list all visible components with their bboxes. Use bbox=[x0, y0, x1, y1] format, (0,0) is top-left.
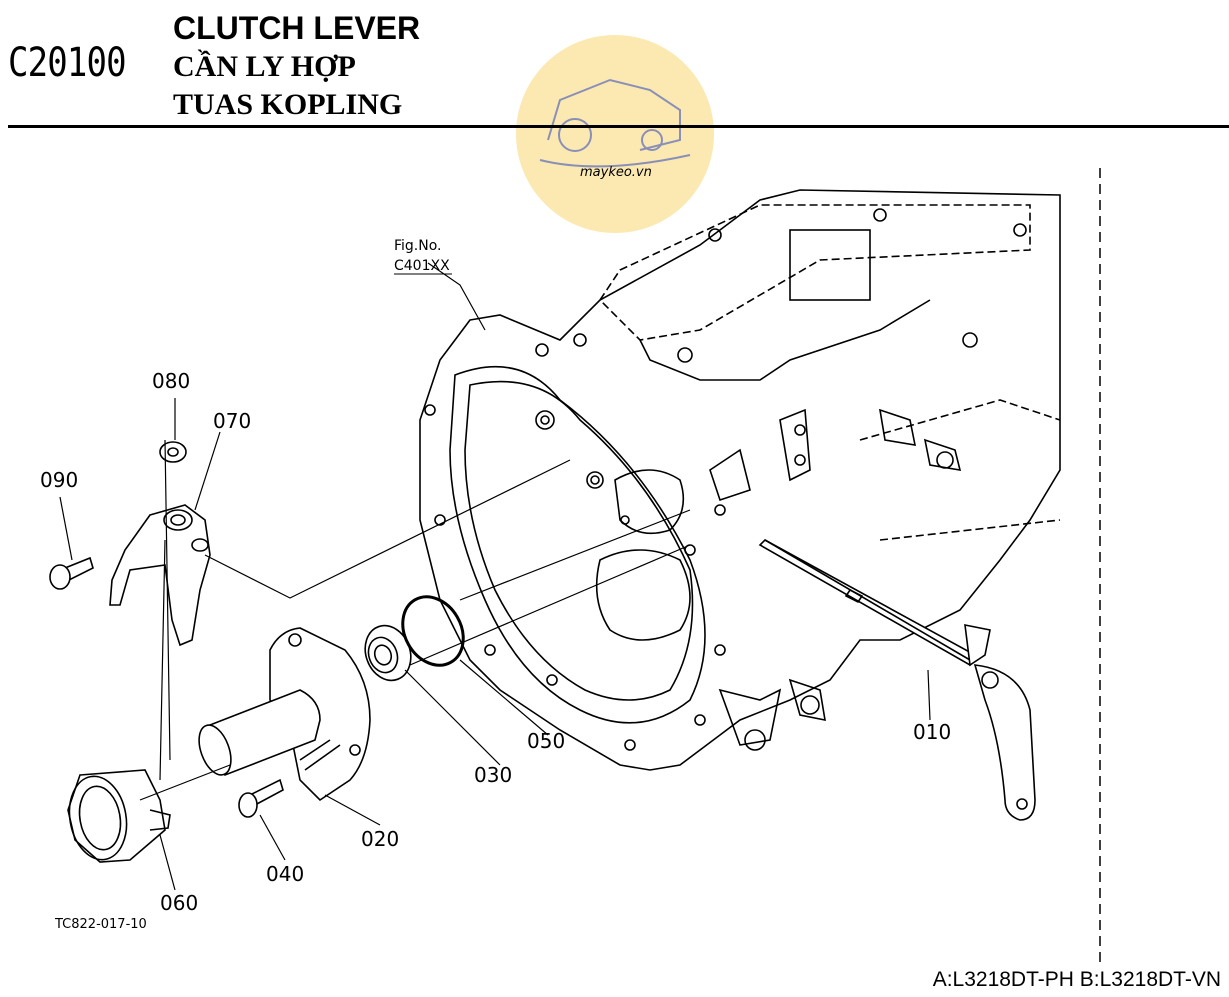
label-part-050: 050 bbox=[527, 729, 565, 753]
assembly-guide-lines bbox=[139, 439, 691, 801]
label-part-010: 010 bbox=[913, 720, 951, 744]
part-080-washer bbox=[159, 441, 187, 463]
leader-lines bbox=[59, 262, 931, 891]
model-footer: A:L3218DT-PH B:L3218DT-VN bbox=[932, 968, 1221, 991]
part-010-clutch-shaft bbox=[758, 539, 1036, 821]
label-part-090: 090 bbox=[40, 468, 78, 492]
clutch-housing bbox=[419, 189, 1061, 771]
title-vietnamese: CẦN LY HỢP bbox=[173, 50, 356, 83]
label-part-030: 030 bbox=[474, 763, 512, 787]
drawing-code: TC822-017-10 bbox=[54, 917, 147, 932]
label-part-080: 080 bbox=[152, 369, 190, 393]
fig-ref-line1: Fig.No. bbox=[394, 238, 442, 254]
label-part-060: 060 bbox=[160, 891, 198, 915]
part-060-release-bearing bbox=[67, 769, 171, 863]
fig-ref-line2: C401XX bbox=[394, 258, 450, 274]
watermark-text: maykeo.vn bbox=[580, 165, 652, 180]
title-english: CLUTCH LEVER bbox=[173, 10, 421, 46]
part-070-release-fork bbox=[109, 504, 211, 647]
part-090-bolt bbox=[49, 556, 94, 590]
part-030-oil-seal bbox=[364, 624, 412, 682]
part-040-bolt bbox=[238, 778, 284, 818]
part-020-release-hub bbox=[198, 627, 371, 802]
title-indonesian: TUAS KOPLING bbox=[173, 88, 403, 121]
label-part-040: 040 bbox=[266, 862, 304, 886]
label-part-020: 020 bbox=[361, 827, 399, 851]
header-rule bbox=[8, 125, 1229, 128]
label-part-070: 070 bbox=[213, 409, 251, 433]
tractor-icon bbox=[539, 78, 691, 168]
part-group-code: C20100 bbox=[8, 40, 127, 86]
